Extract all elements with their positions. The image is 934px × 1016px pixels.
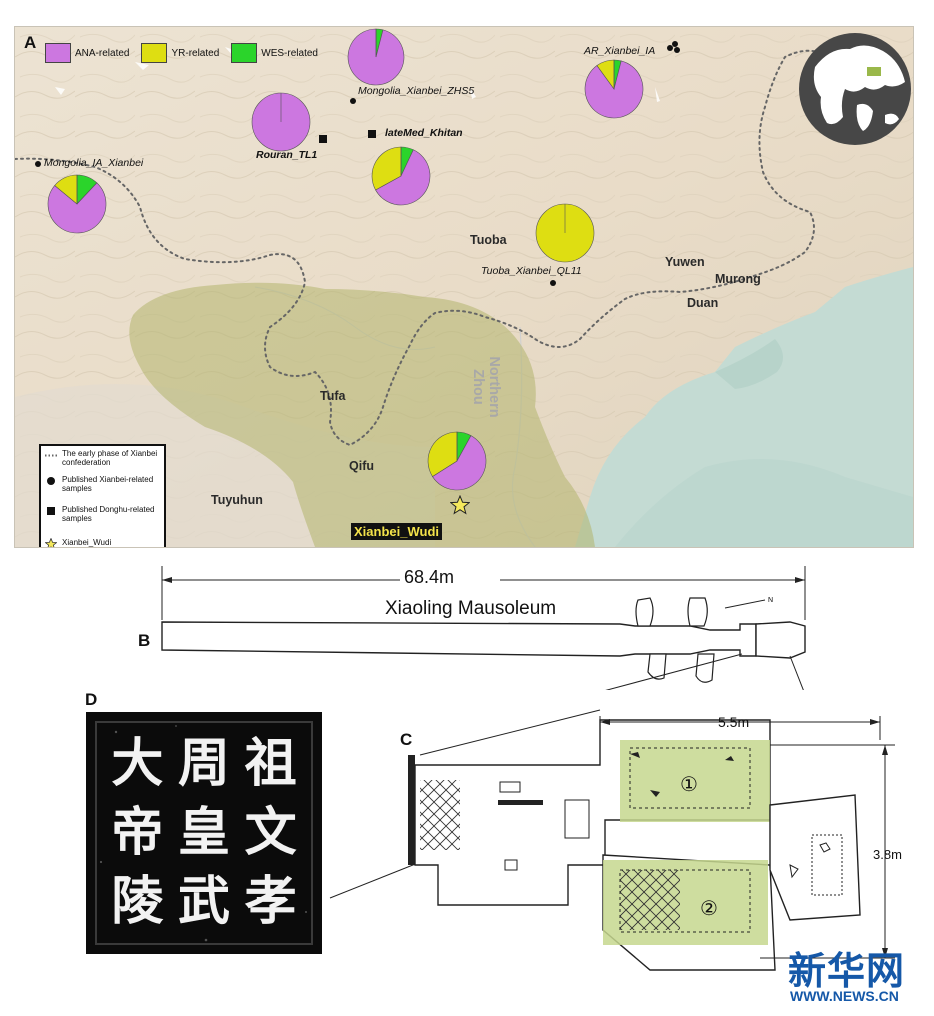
sample-dots-ar-xianbei bbox=[667, 41, 681, 53]
group-label-tuyuhun: Tuyuhun bbox=[211, 493, 263, 507]
wes-legend-label: WES-related bbox=[261, 47, 318, 59]
chamber-depth: 3.8m bbox=[873, 847, 902, 862]
epitaph-rubbing: 大周祖帝皇文陵武孝 bbox=[86, 712, 322, 954]
pie-slice-wudi-ana bbox=[432, 435, 487, 491]
ancestry-legend: ANA-related YR-related WES-related bbox=[45, 43, 318, 63]
sample-square-khitan bbox=[368, 130, 376, 138]
legend-boundary-label: The early phase of Xianbei confederation bbox=[62, 449, 158, 467]
group-label-duan: Duan bbox=[687, 296, 719, 310]
yr-swatch bbox=[141, 43, 168, 63]
seal-char: 周 bbox=[177, 733, 230, 795]
group-label-yuwen: Yuwen bbox=[665, 255, 705, 269]
legend-wudi-label: Xianbei_Wudi bbox=[62, 538, 112, 547]
pie-slice-wudi-yr bbox=[427, 431, 458, 477]
svg-text:N: N bbox=[768, 597, 773, 604]
sample-dot-tuoba bbox=[550, 280, 556, 286]
panel-a-letter: A bbox=[24, 33, 37, 52]
legend-star-icon bbox=[45, 538, 57, 547]
pie-zhs5 bbox=[347, 28, 405, 86]
map-legend: The early phase of Xianbei confederation… bbox=[39, 444, 166, 547]
pie-slice-khitan-yr bbox=[371, 146, 402, 191]
pie-tuoba bbox=[535, 203, 595, 263]
sample-square-rouran bbox=[319, 135, 327, 143]
ana-legend-label: ANA-related bbox=[75, 47, 130, 59]
site-label-ar-xianbei: AR_Xianbei_IA bbox=[584, 45, 656, 57]
map-panel: A ANA-related YR-related WES-related Mon… bbox=[14, 26, 914, 548]
site-label-khitan: lateMed_Khitan bbox=[385, 127, 463, 139]
yr-legend-label: YR-related bbox=[171, 47, 220, 59]
seal-char: 武 bbox=[177, 870, 230, 932]
sample-dot-ia-xianbei bbox=[35, 161, 41, 167]
pie-slice-khitan-ana bbox=[375, 149, 431, 206]
watermark-url: WWW.NEWS.CN bbox=[790, 988, 899, 1004]
wes-swatch bbox=[231, 43, 258, 63]
group-label-murong: Murong bbox=[715, 272, 761, 286]
group-label-tuoba: Tuoba bbox=[470, 233, 507, 247]
seal-char: 陵 bbox=[111, 870, 164, 932]
chamber-plan bbox=[329, 709, 895, 971]
pie-wudi bbox=[427, 431, 487, 491]
seal-char: 皇 bbox=[177, 801, 230, 863]
legend-xianbei-label: Published Xianbei-related samples bbox=[62, 475, 154, 493]
mausoleum-length: 68.4m bbox=[404, 567, 455, 587]
sample-dot-zhs5 bbox=[350, 98, 356, 104]
star-icon bbox=[450, 495, 470, 515]
site-label-zhs5: Mongolia_Xianbei_ZHS5 bbox=[358, 85, 475, 97]
map-background bbox=[15, 27, 913, 547]
panel-b-letter: B bbox=[138, 631, 151, 650]
mausoleum-plan: N bbox=[161, 566, 806, 690]
pie-rouran bbox=[251, 92, 311, 152]
ana-swatch bbox=[45, 43, 71, 63]
legend-donghu-label: Published Donghu-related samples bbox=[62, 505, 155, 523]
seal-char: 文 bbox=[244, 801, 297, 863]
site-label-wudi: Xianbei_Wudi bbox=[351, 523, 442, 540]
area-1-marker: ① bbox=[680, 774, 698, 796]
group-label-tufa: Tufa bbox=[320, 389, 346, 403]
pie-khitan bbox=[371, 146, 431, 206]
panel-d-letter: D bbox=[85, 690, 98, 709]
seal-char: 孝 bbox=[244, 870, 297, 932]
seal-char: 大 bbox=[111, 733, 164, 795]
seal-characters: 大周祖帝皇文陵武孝 bbox=[104, 730, 304, 936]
mausoleum-title: Xiaoling Mausoleum bbox=[385, 598, 557, 619]
pie-layer bbox=[47, 28, 644, 491]
site-label-ia-xianbei: Mongolia_IA_Xianbei bbox=[44, 157, 144, 169]
rubbing-texture bbox=[95, 721, 313, 945]
site-label-rouran: Rouran_TL1 bbox=[256, 149, 318, 161]
watermark-brand: 新华网 bbox=[788, 951, 906, 993]
area-2-marker: ② bbox=[700, 898, 718, 920]
panel-c-letter: C bbox=[400, 730, 413, 749]
globe-inset bbox=[799, 33, 911, 145]
group-label-northern-zhou: Northern Zhou bbox=[470, 356, 502, 418]
seal-char: 祖 bbox=[244, 733, 297, 795]
group-label-qifu: Qifu bbox=[349, 459, 374, 473]
chamber-width: 5.5m bbox=[718, 714, 750, 730]
pie-ia_xianbei bbox=[47, 174, 107, 234]
pie-ar_xianbei bbox=[584, 59, 644, 119]
seal-char: 帝 bbox=[111, 801, 164, 863]
pie-slice-ia_xianbei-ana bbox=[47, 182, 107, 234]
site-label-tuoba: Tuoba_Xianbei_QL11 bbox=[481, 265, 582, 277]
